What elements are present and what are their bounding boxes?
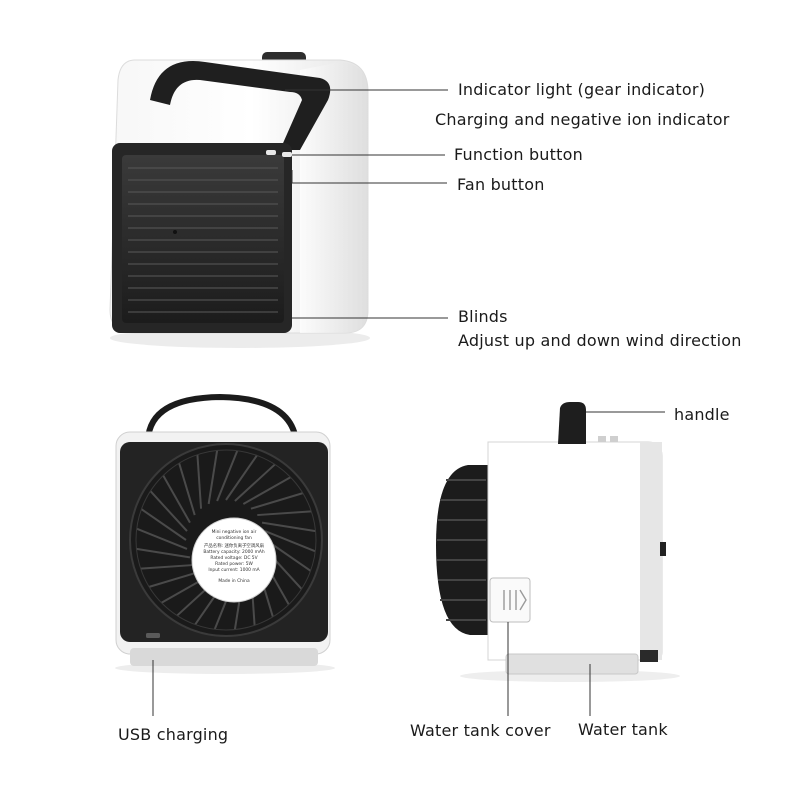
function-button[interactable] [266,150,276,155]
usb-port[interactable] [146,633,160,638]
sticker-line4: Battery capacity: 2000 mAh [203,549,265,555]
callout-water-tank-cover: Water tank cover [410,721,551,740]
water-tank[interactable] [505,653,639,675]
callout-fan-button: Fan button [457,175,545,194]
sticker-line1: Mini negative ion air [212,529,257,535]
sticker-line3: 产品名称: 迷你负离子空调风扇 [204,542,264,549]
callout-blinds: Blinds [458,307,508,326]
callout-charging-indicator: Charging and negative ion indicator [435,110,730,129]
sticker-line7: Input current: 1000 mA [208,567,259,573]
side-handle [558,402,586,444]
sticker-line6: Rated power: 5W [215,561,253,567]
callout-function-button: Function button [454,145,583,164]
callout-usb-charging: USB charging [118,725,229,744]
callout-handle: handle [674,405,730,424]
fan-label-sticker [191,517,277,603]
callout-blinds-desc: Adjust up and down wind direction [458,331,742,350]
callout-water-tank: Water tank [578,720,668,739]
callout-indicator-light: Indicator light (gear indicator) [458,80,706,99]
fan-button[interactable] [282,152,292,157]
side-fan-guard [436,465,488,635]
sticker-line8: Made in China [218,578,250,584]
top-handle [150,61,331,150]
sticker-line2: conditioning fan [216,535,252,541]
sticker-line5: Rated voltage: DC 5V [210,555,257,561]
